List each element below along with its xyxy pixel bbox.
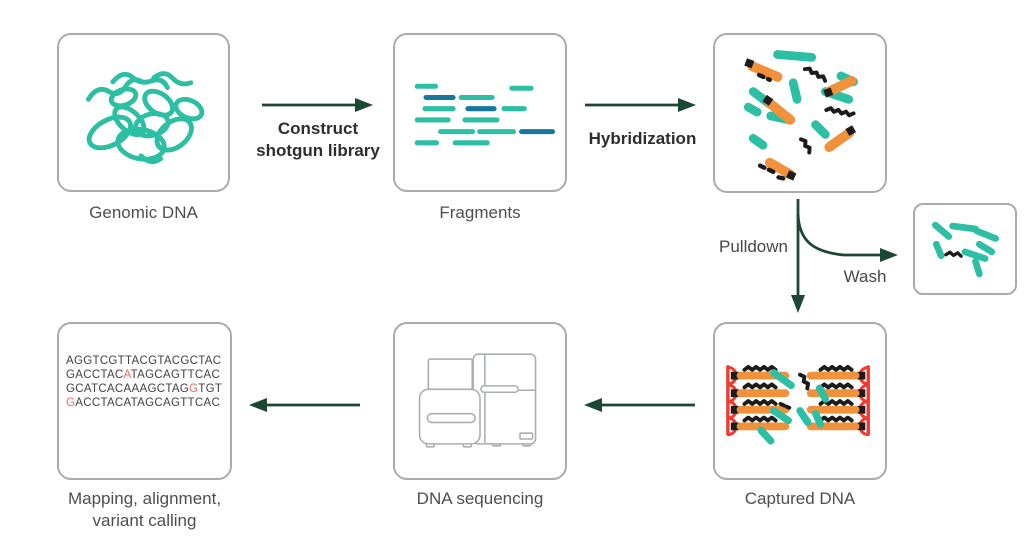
- variant-base: A: [123, 369, 131, 381]
- genomic-dna-tangle-icon: [85, 71, 205, 165]
- hybridization-label: Hybridization: [588, 129, 697, 148]
- wash-waste-box: [913, 203, 1017, 295]
- sequence-line: AGGTCGTTACGTACGCTAC: [66, 355, 222, 367]
- sequence-lines: AGGTCGTTACGTACGCTAC GACCTACATAGCAGTTCAC GC…: [66, 354, 228, 410]
- fragments-label: Fragments: [439, 203, 521, 222]
- sequence-line: GACCTACATAGCAGTTCAC: [66, 397, 221, 409]
- dna-sequencing-label: DNA sequencing: [416, 489, 544, 508]
- captured-dna-box: [713, 322, 887, 480]
- wash-label: Wash: [843, 267, 887, 286]
- genomic-dna-label: Genomic DNA: [89, 203, 198, 222]
- dna-fragments-icon: [414, 83, 556, 146]
- construct-shotgun-library-label: Construct shotgun library: [233, 118, 403, 162]
- mapping-label-line1: Mapping, alignment,: [67, 489, 222, 508]
- pulldown-label: Pulldown: [719, 237, 788, 256]
- captured-dna-icon: [715, 324, 885, 445]
- construct-label-line1: Construct: [277, 119, 359, 138]
- washed-fragments-icon: [932, 221, 999, 278]
- hybridization-mix-icon: [743, 50, 859, 182]
- mapping-label-line2: variant calling: [92, 511, 197, 530]
- sequence-line: GACCTACATAGCAGTTCAC: [66, 369, 221, 381]
- dna-sequencing-box: [393, 322, 567, 480]
- sequence-line: GCATCACAAAGCTAGGTGT: [66, 383, 223, 395]
- mapping-label: Mapping, alignment, variant calling: [34, 488, 255, 532]
- variant-base: G: [66, 397, 76, 409]
- genomic-dna-box: [57, 33, 230, 192]
- captured-dna-label: Captured DNA: [744, 489, 856, 508]
- mapping-box: [57, 322, 232, 480]
- hybridization-mix-box: [713, 33, 887, 193]
- sequencer-machine-icon: [418, 353, 537, 448]
- variant-base: G: [189, 383, 199, 395]
- construct-label-line2: shotgun library: [256, 141, 380, 160]
- fragments-box: [393, 33, 567, 192]
